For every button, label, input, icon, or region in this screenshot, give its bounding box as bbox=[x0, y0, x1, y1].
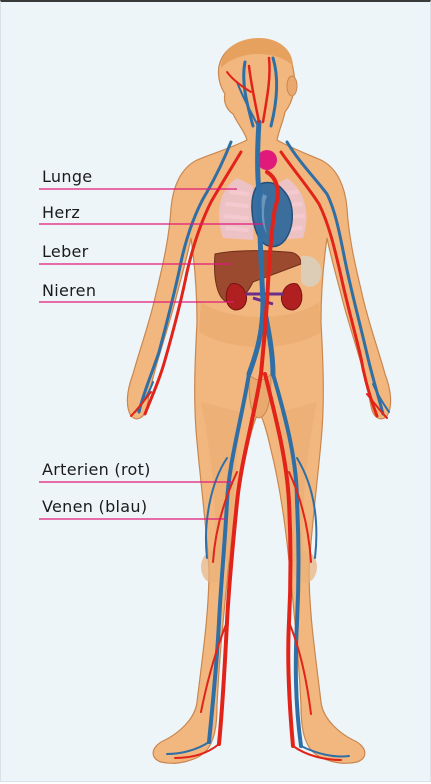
label-kidneys: Nieren bbox=[42, 281, 96, 300]
ear bbox=[287, 76, 297, 96]
label-liver: Leber bbox=[42, 242, 89, 261]
label-veins: Venen (blau) bbox=[42, 497, 147, 516]
label-heart: Herz bbox=[42, 203, 80, 222]
label-arteries: Arterien (rot) bbox=[42, 460, 151, 479]
label-lung: Lunge bbox=[42, 167, 92, 186]
